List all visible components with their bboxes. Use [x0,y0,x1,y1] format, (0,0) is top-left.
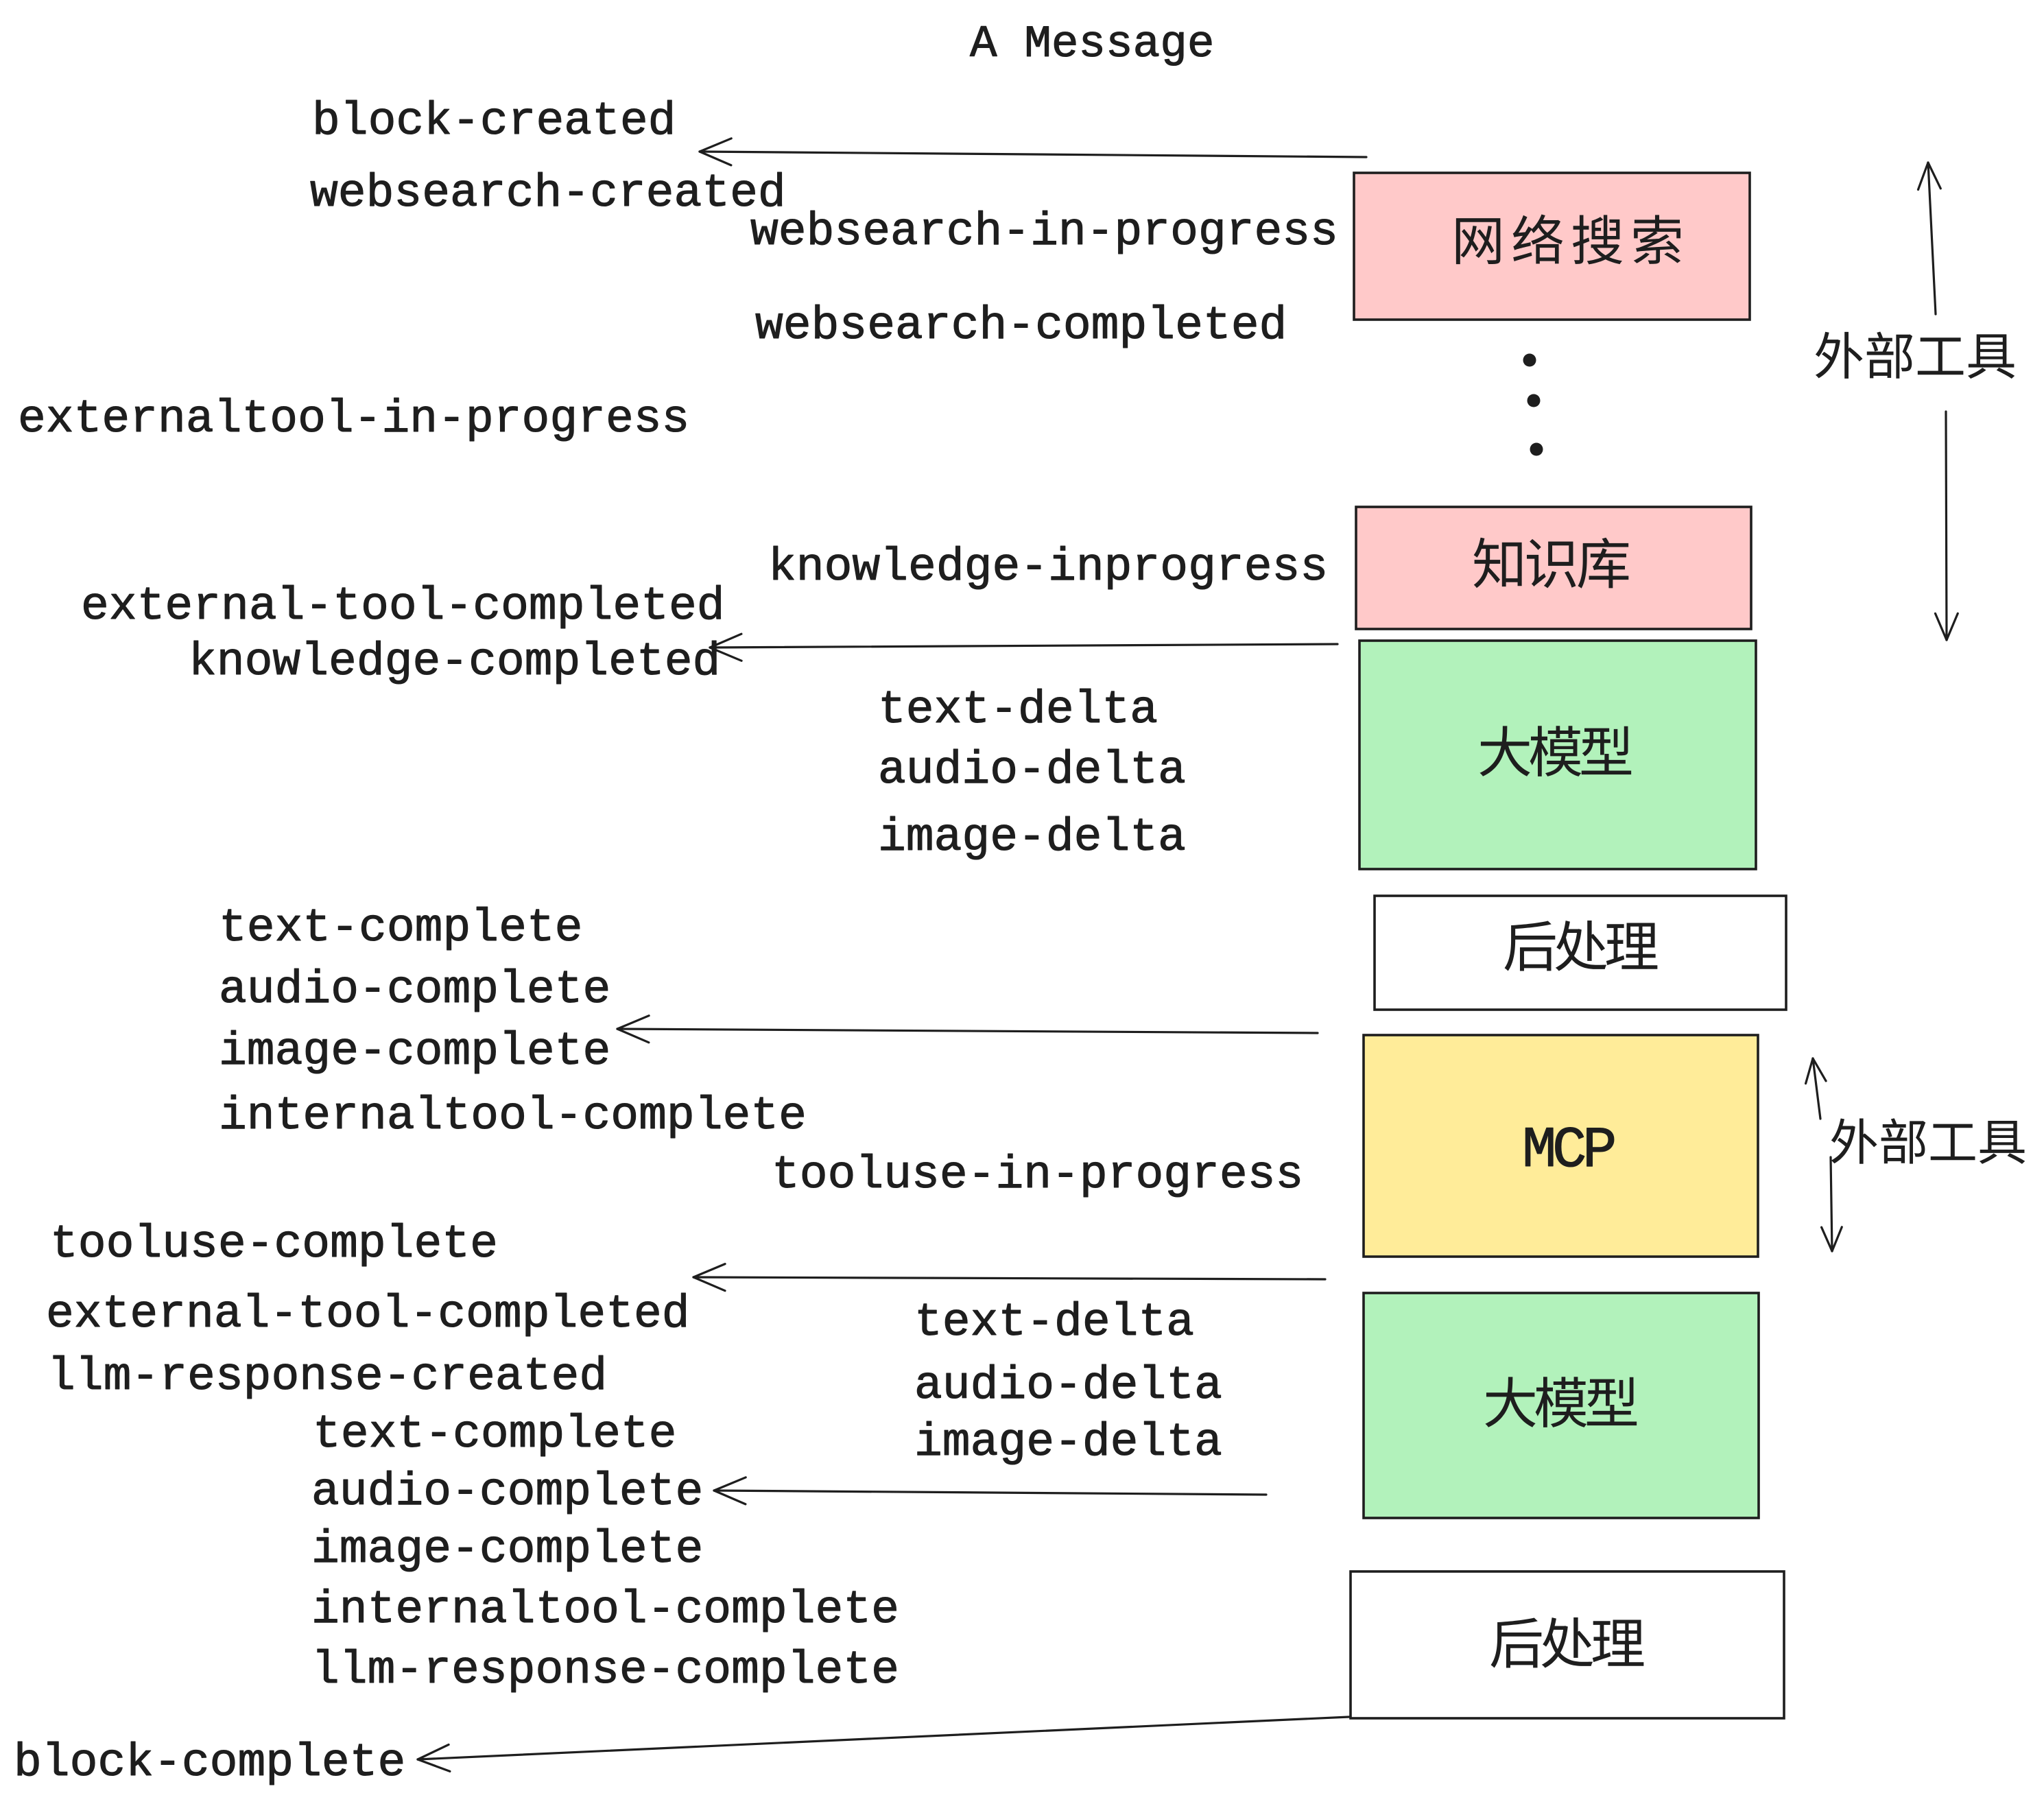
svg-text:llm-response-complete: llm-response-complete [311,1644,899,1697]
svg-text:external-tool-completed: external-tool-completed [81,580,725,633]
svg-text:internaltool-complete: internaltool-complete [311,1584,899,1637]
svg-text:MCP: MCP [1522,1119,1617,1184]
svg-text:text-delta: text-delta [878,684,1158,737]
svg-text:text-complete: text-complete [219,902,583,955]
svg-text:externaltool-in-progress: externaltool-in-progress [18,393,689,446]
svg-text:knowledge-inprogress: knowledge-inprogress [768,541,1328,594]
svg-text:tooluse-in-progress: tooluse-in-progress [772,1149,1303,1202]
svg-text:image-complete: image-complete [219,1025,610,1078]
svg-text:A Message: A Message [970,19,1214,70]
svg-text:text-delta: text-delta [914,1296,1194,1349]
svg-text:image-delta: image-delta [878,811,1186,864]
svg-text:audio-delta: audio-delta [878,744,1186,797]
svg-text:websearch-in-progress: websearch-in-progress [750,206,1338,259]
svg-text:external-tool-completed: external-tool-completed [46,1288,690,1341]
svg-text:websearch-completed: websearch-completed [755,300,1287,353]
svg-text:image-delta: image-delta [914,1416,1222,1469]
svg-text:tooluse-complete: tooluse-complete [50,1218,498,1271]
svg-text:audio-delta: audio-delta [914,1360,1222,1412]
svg-text:block-created: block-created [312,95,676,148]
svg-text:image-complete: image-complete [311,1523,703,1576]
svg-text:block-complete: block-complete [14,1737,405,1790]
svg-text:audio-complete: audio-complete [219,964,610,1017]
svg-text:internaltool-complete: internaltool-complete [219,1090,807,1143]
svg-text:llm-response-created: llm-response-created [47,1351,607,1403]
svg-text:knowledge-completed: knowledge-completed [189,636,720,689]
svg-text:websearch-created: websearch-created [310,167,786,220]
svg-text:text-complete: text-complete [313,1408,677,1461]
svg-text:audio-complete: audio-complete [311,1466,703,1519]
